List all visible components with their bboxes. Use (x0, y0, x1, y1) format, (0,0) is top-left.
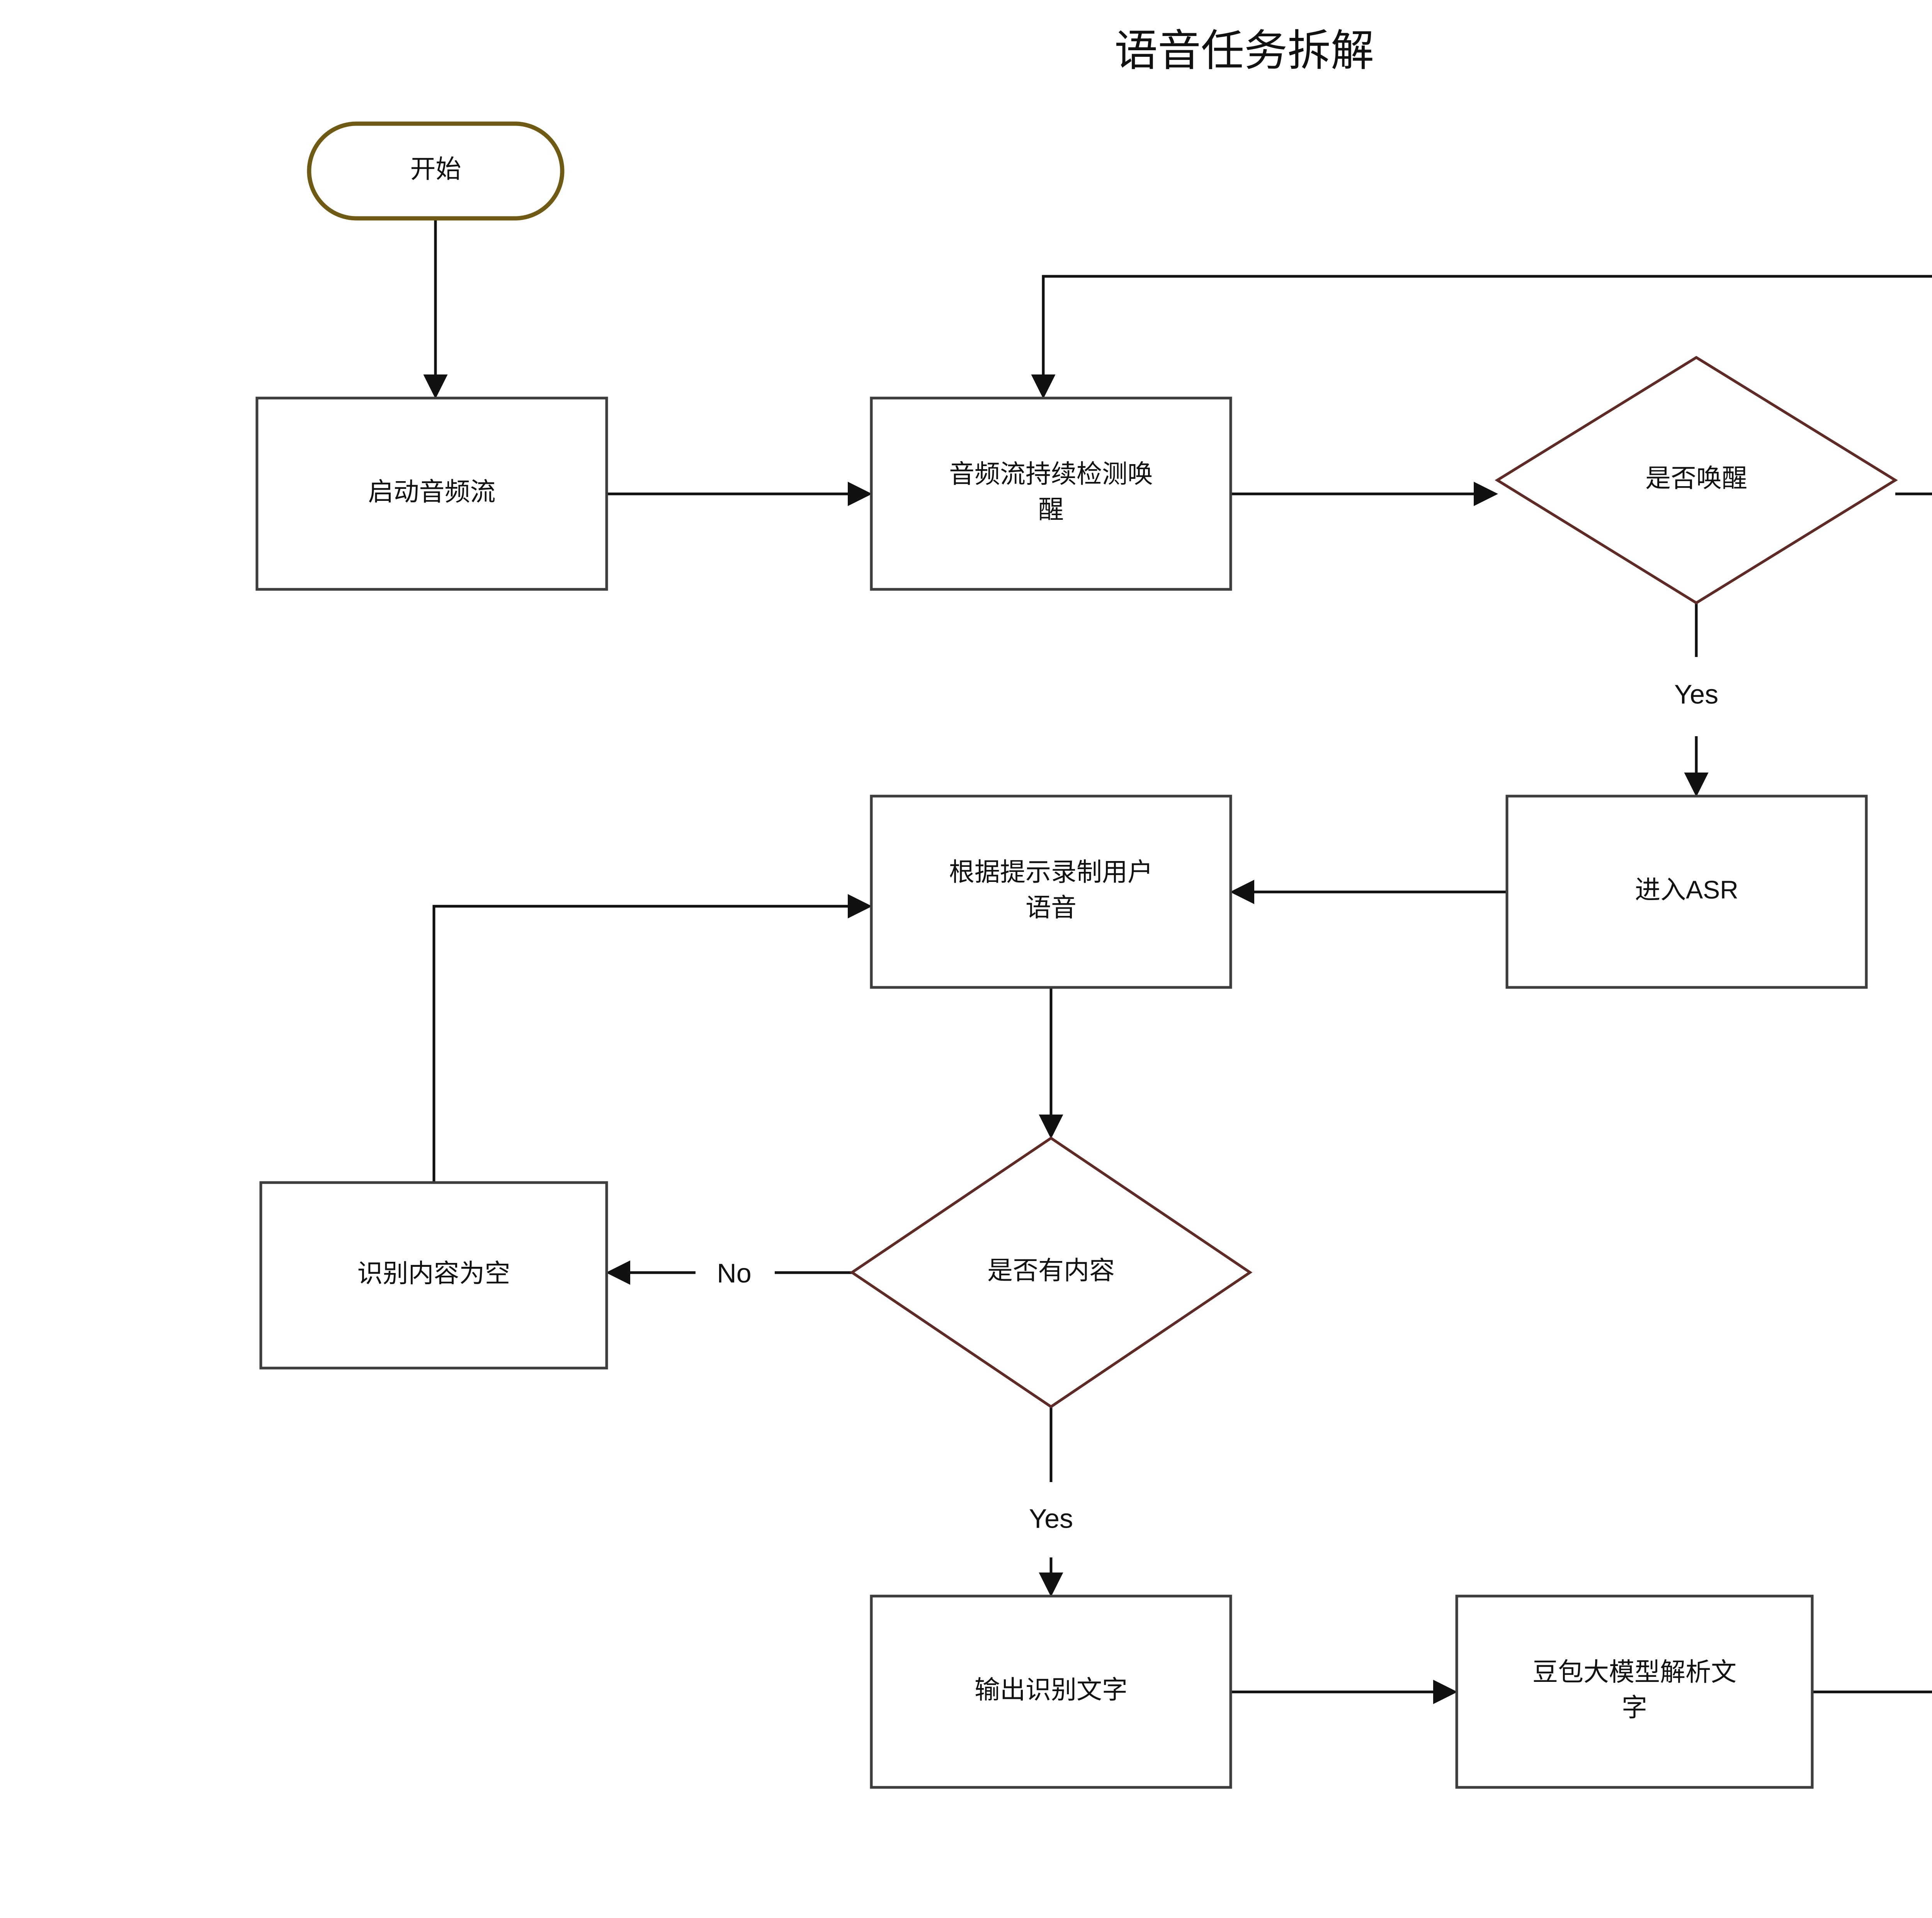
node-label: 豆包大模型解析文 (1532, 1658, 1736, 1686)
edge-content-yes-to-output: Yes (1029, 1407, 1073, 1597)
edge-decision-yes-to-asr: Yes (1674, 603, 1718, 797)
process-shape (870, 795, 1232, 989)
node-label: 根据提示录制用户 (949, 858, 1153, 886)
process-shape (259, 1181, 608, 1370)
node-output-recognized-text[interactable]: 输出识别文字 (870, 1595, 1232, 1789)
node-label: 是否唤醒 (1645, 464, 1747, 492)
process-shape (870, 1595, 1232, 1789)
process-shape (870, 397, 1232, 591)
node-start[interactable]: 开始 (307, 121, 565, 221)
decision-shape (1495, 356, 1898, 605)
edge-path (432, 894, 872, 1183)
node-label: 进入ASR (1635, 875, 1738, 904)
process-shape (1505, 795, 1868, 989)
edge-empty-back-to-record (432, 894, 872, 1183)
node-enter-asr[interactable]: 进入ASR (1505, 795, 1868, 989)
edges-layer: NoYesNoYes (423, 218, 1932, 1704)
node-start-audio-stream[interactable]: 启动音频流 (255, 397, 608, 591)
node-recognition-empty[interactable]: 识别内容为空 (259, 1181, 608, 1370)
node-label: 语音 (1026, 893, 1077, 922)
node-label: 开始 (410, 155, 461, 183)
edge-loop-back-to-wake (1031, 275, 1932, 399)
terminator-shape (307, 121, 565, 221)
process-shape (255, 397, 608, 591)
node-is-awakened[interactable]: 是否唤醒 (1495, 356, 1898, 605)
edge-label: Yes (1029, 1503, 1073, 1533)
edge-label: No (717, 1258, 751, 1288)
nodes-layer: 开始启动音频流音频流持续检测唤醒是否唤醒返回检测循环进入ASR根据提示录制用户语… (255, 121, 1898, 1789)
node-label: 启动音频流 (368, 477, 496, 506)
node-label: 识别内容为空 (357, 1259, 510, 1287)
node-label: 醒 (1038, 495, 1064, 524)
page-title: 语音任务拆解 (1114, 27, 1374, 75)
node-label: 字 (1622, 1693, 1647, 1722)
decision-shape (849, 1136, 1253, 1409)
node-label: 音频流持续检测唤 (949, 460, 1153, 488)
node-label: 是否有内容 (987, 1256, 1115, 1285)
process-shape (1455, 1595, 1814, 1789)
edge-label: Yes (1674, 679, 1718, 709)
edge-decision-no-to-loop: No (1895, 492, 1932, 495)
node-label: 输出识别文字 (975, 1675, 1128, 1704)
edge-path (1031, 275, 1932, 399)
edge-content-no-to-empty: No (606, 1258, 852, 1288)
node-has-content[interactable]: 是否有内容 (849, 1136, 1253, 1409)
title-layer: 语音任务拆解 (1114, 27, 1374, 75)
